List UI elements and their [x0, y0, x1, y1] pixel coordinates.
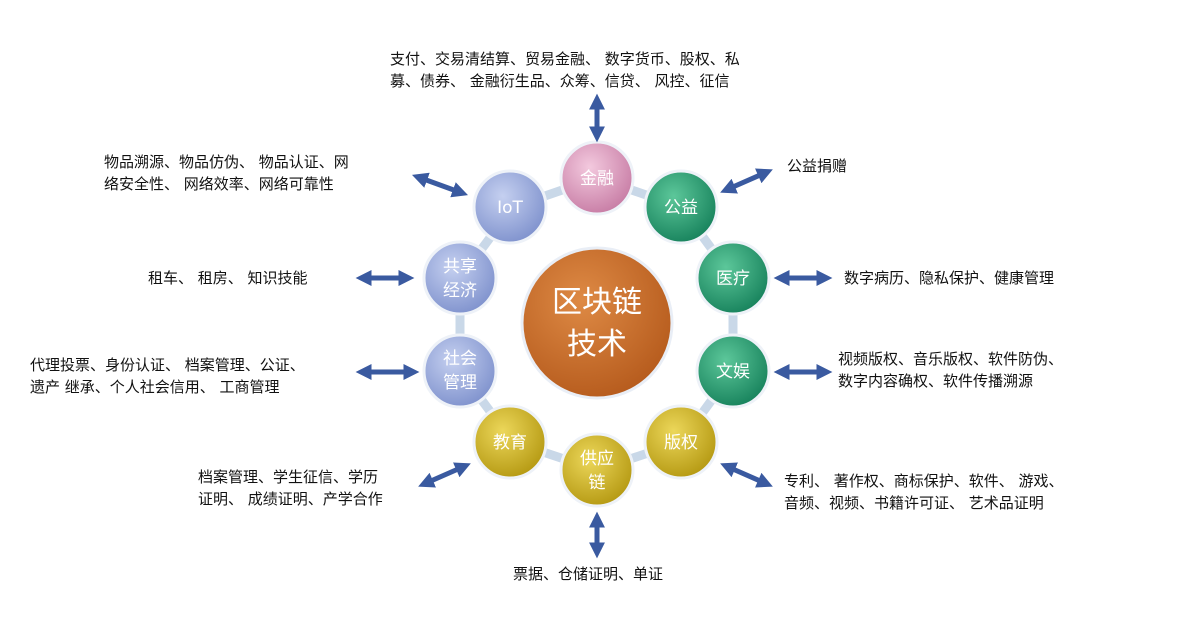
node-social: 社会 管理 [422, 333, 498, 409]
node-welfare: 公益 [643, 169, 719, 245]
desc-copyright-line1: 专利、 著作权、商标保护、软件、 游戏、 [784, 472, 1064, 490]
center-circle [520, 246, 674, 400]
desc-iot: 物品溯源、物品仿伪、 物品认证、网 络安全性、 网络效率、网络可靠性 [104, 151, 349, 195]
desc-copyright: 专利、 著作权、商标保护、软件、 游戏、 音频、视频、书籍许可证、 艺术品证明 [784, 470, 1064, 514]
node-medical-label: 医疗 [716, 269, 750, 289]
center-label-line2: 技术 [567, 327, 627, 362]
node-supply-label-1: 供应 [580, 449, 614, 469]
node-sharing-label-1: 共享 [443, 257, 477, 277]
desc-entertainment-line2: 数字内容确权、软件传播溯源 [838, 372, 1034, 390]
desc-copyright-line2: 音频、视频、书籍许可证、 艺术品证明 [784, 494, 1044, 512]
node-medical: 医疗 [695, 240, 771, 316]
arrow-copyright [720, 462, 773, 488]
desc-finance-line1: 支付、交易清结算、贸易金融、 数字货币、股权、私 [390, 50, 740, 68]
arrow-education [418, 462, 471, 488]
node-welfare-label: 公益 [664, 198, 698, 218]
desc-finance: 支付、交易清结算、贸易金融、 数字货币、股权、私 募、债券、 金融衍生品、众筹、… [390, 48, 740, 92]
node-supply-label-2: 链 [589, 473, 606, 493]
desc-social-line2: 遗产 继承、个人社会信用、 工商管理 [30, 378, 280, 396]
node-entertainment-label: 文娱 [716, 362, 750, 382]
desc-education: 档案管理、学生征信、学历 证明、 成绩证明、产学合作 [198, 466, 383, 510]
node-social-label-1: 社会 [443, 349, 477, 369]
arrow-welfare [720, 168, 773, 194]
node-sharing: 共享 经济 [422, 240, 498, 316]
desc-supply: 票据、仓储证明、单证 [513, 563, 663, 585]
node-copyright-label: 版权 [664, 433, 698, 453]
desc-entertainment-line1: 视频版权、音乐版权、软件防伪、 [838, 350, 1064, 368]
desc-social: 代理投票、身份认证、 档案管理、公证、 遗产 继承、个人社会信用、 工商管理 [30, 354, 305, 398]
node-sharing-label-2: 经济 [443, 281, 477, 301]
node-supply: 供应 链 [559, 432, 635, 508]
desc-supply-line1: 票据、仓储证明、单证 [513, 565, 664, 583]
node-iot: IoT [472, 169, 548, 245]
node-copyright: 版权 [643, 404, 719, 480]
node-education: 教育 [472, 404, 548, 480]
desc-iot-line2: 络安全性、 网络效率、网络可靠性 [104, 175, 334, 193]
desc-entertainment: 视频版权、音乐版权、软件防伪、 数字内容确权、软件传播溯源 [838, 348, 1063, 392]
desc-social-line1: 代理投票、身份认证、 档案管理、公证、 [30, 356, 305, 374]
desc-welfare: 公益捐赠 [787, 155, 847, 177]
desc-welfare-line1: 公益捐赠 [787, 157, 848, 175]
desc-finance-line2: 募、债券、 金融衍生品、众筹、信贷、 风控、征信 [390, 72, 730, 90]
node-finance-label: 金融 [580, 169, 614, 189]
desc-education-line2: 证明、 成绩证明、产学合作 [198, 490, 383, 508]
desc-medical-line1: 数字病历、隐私保护、健康管理 [844, 269, 1055, 287]
arrow-iot [411, 172, 469, 198]
node-entertainment: 文娱 [695, 333, 771, 409]
desc-iot-line1: 物品溯源、物品仿伪、 物品认证、网 [104, 153, 349, 171]
desc-sharing: 租车、 租房、 知识技能 [148, 267, 308, 289]
node-iot-label: IoT [497, 198, 523, 218]
desc-education-line1: 档案管理、学生征信、学历 [198, 468, 379, 486]
center-label-line1: 区块链 [552, 285, 642, 320]
desc-medical: 数字病历、隐私保护、健康管理 [844, 267, 1054, 289]
node-social-label-2: 管理 [443, 373, 477, 393]
node-finance: 金融 [559, 140, 635, 216]
node-education-label: 教育 [493, 433, 527, 453]
desc-sharing-line1: 租车、 租房、 知识技能 [148, 269, 308, 287]
